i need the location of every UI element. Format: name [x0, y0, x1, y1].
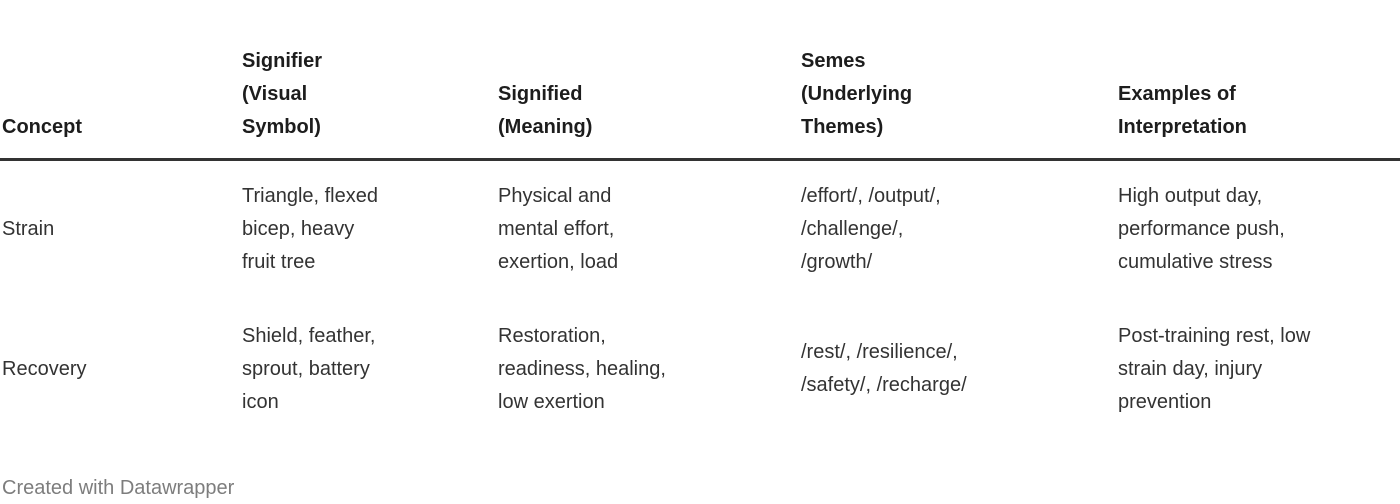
- cell-recovery-examples: Post-training rest, low strain day, inju…: [1118, 324, 1311, 413]
- cell-recovery-signified: Restoration, readiness, healing, low exe…: [498, 324, 666, 413]
- cell-strain-signified: Physical and mental effort, exertion, lo…: [498, 185, 619, 274]
- cell-recovery-semes: /rest/, /resilience/, /safety/, /recharg…: [801, 341, 967, 396]
- datawrapper-attribution-link[interactable]: Created with Datawrapper: [2, 477, 235, 499]
- table-row-strain: Strain Triangle, flexed bicep, heavy fru…: [0, 159, 1400, 299]
- column-header-signified: Signified (Meaning): [496, 0, 799, 161]
- cell-recovery-concept: Recovery: [2, 357, 87, 380]
- table-row-recovery: Recovery Shield, feather, sprout, batter…: [0, 299, 1400, 439]
- semiotics-table: Concept Signifier (Visual Symbol) Signif…: [0, 0, 1400, 439]
- column-header-semes: Semes (Underlying Themes): [799, 0, 1116, 161]
- cell-strain-signifier: Triangle, flexed bicep, heavy fruit tree: [242, 185, 378, 274]
- table-header-row: Concept Signifier (Visual Symbol) Signif…: [0, 0, 1400, 161]
- cell-strain-concept: Strain: [2, 218, 55, 241]
- column-header-concept: Concept: [0, 0, 240, 161]
- cell-strain-semes: /effort/, /output/, /challenge/, /growth…: [801, 185, 941, 274]
- cell-recovery-signifier: Shield, feather, sprout, battery icon: [242, 324, 376, 413]
- column-header-signifier: Signifier (Visual Symbol): [240, 0, 496, 161]
- column-header-examples: Examples of Interpretation: [1116, 0, 1400, 161]
- cell-strain-examples: High output day, performance push, cumul…: [1118, 185, 1285, 274]
